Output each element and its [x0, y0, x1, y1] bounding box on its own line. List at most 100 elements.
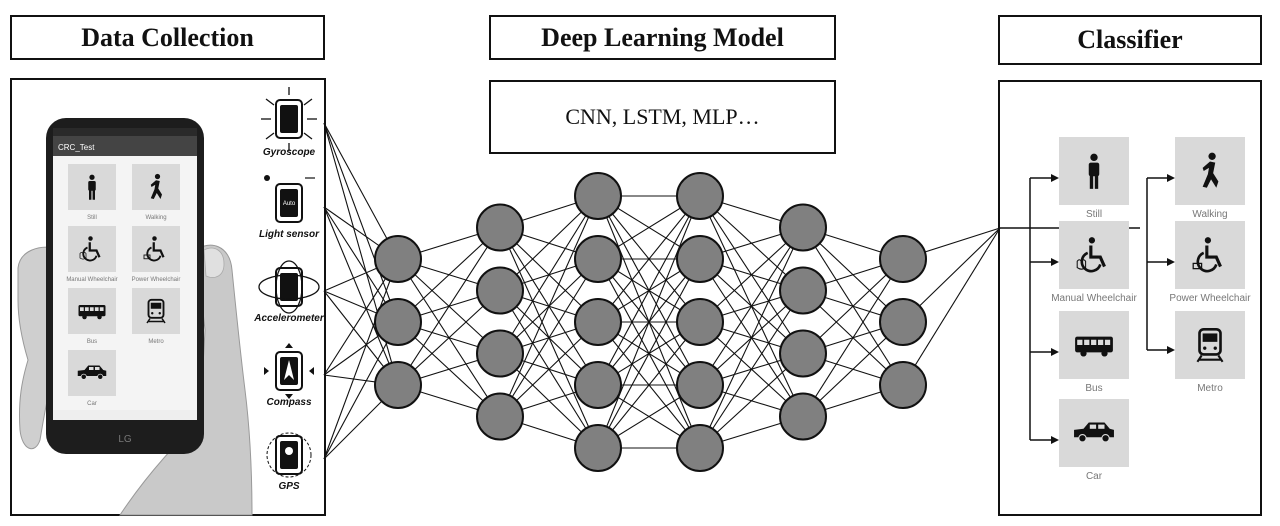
classifier-tile-label: Power Wheelchair [1169, 293, 1251, 304]
input-line [323, 206, 399, 386]
model-types-box: CNN, LSTM, MLP… [489, 80, 836, 154]
neuron-node [879, 235, 927, 283]
connection-line [499, 195, 599, 417]
phone-tile[interactable]: Power Wheelchair [132, 226, 181, 283]
neuron-node [779, 203, 827, 252]
neuron-node [779, 329, 827, 378]
neuron-node [476, 392, 524, 441]
sensor-label: GPS [278, 481, 299, 492]
neuron-node [374, 298, 422, 346]
arrow-head [1167, 258, 1175, 266]
network-connections [397, 195, 904, 449]
connection-line [499, 258, 599, 417]
app-title: CRC_Test [58, 143, 95, 152]
neuron-node [374, 235, 422, 283]
phone-tile-label: Power Wheelchair [132, 277, 181, 283]
manual-wheelchair-icon [1076, 237, 1106, 273]
neuron-node [574, 172, 622, 220]
input-line [323, 258, 399, 460]
connection-line [802, 258, 904, 417]
classifier-tile-label: Car [1086, 471, 1103, 482]
input-connections [323, 122, 399, 460]
classifier-tile: Bus [1059, 311, 1129, 394]
phone-tile[interactable]: Metro [132, 288, 180, 345]
sensor-label: Light sensor [259, 229, 320, 240]
connection-line [597, 258, 701, 449]
neuron-node [476, 266, 524, 315]
connection-line [699, 227, 804, 449]
connection-line [499, 195, 599, 354]
arrow-head [1051, 436, 1059, 444]
phone-tile[interactable]: Bus [68, 288, 116, 345]
output-line [902, 227, 1001, 386]
sensor-label: Gyroscope [263, 147, 316, 158]
svg-text:Auto: Auto [283, 201, 296, 207]
phone-tile-label: Car [87, 401, 97, 407]
arrow-head [1051, 258, 1059, 266]
classifier-tile-label: Metro [1197, 383, 1223, 394]
standing-person-icon [1088, 153, 1100, 189]
neuron-node [574, 298, 622, 346]
phone-tile-label: Metro [148, 339, 164, 345]
neuron-node [879, 298, 927, 346]
classifier-tile-label: Still [1086, 209, 1102, 220]
connection-line [597, 195, 701, 386]
arrow-head [1167, 174, 1175, 182]
arrow-head [1051, 348, 1059, 356]
classifier-tile: Walking [1175, 137, 1245, 220]
phone-tile-label: Bus [87, 339, 97, 345]
neuron-node [574, 361, 622, 409]
power-wheelchair-icon [143, 236, 165, 262]
arrow-head [1051, 174, 1059, 182]
phone-tile-label: Walking [145, 215, 166, 221]
car-icon [1074, 422, 1114, 443]
sensor-label: Accelerometer [253, 313, 325, 324]
connection-line [699, 290, 804, 449]
classifier-tile: Still [1059, 137, 1129, 220]
neuron-node [374, 361, 422, 409]
neuron-node [574, 424, 622, 472]
connection-line [397, 227, 501, 386]
classifier-tile-label: Manual Wheelchair [1051, 293, 1137, 304]
neuron-node [779, 392, 827, 441]
input-line [323, 321, 399, 460]
input-line [323, 122, 399, 323]
phone-tile[interactable]: Still [68, 164, 116, 221]
data-collection-title: Data Collection [81, 22, 254, 52]
neuron-node [879, 361, 927, 409]
walking-person-icon [150, 173, 162, 199]
classifier-tile: Power Wheelchair [1169, 221, 1251, 304]
neuron-node [676, 424, 724, 472]
sensor-gps: GPS [266, 432, 312, 492]
deep-learning-model-title: Deep Learning Model [541, 22, 784, 52]
manual-wheelchair-icon [79, 236, 101, 262]
standing-person-icon [88, 174, 96, 200]
connection-line [597, 195, 701, 449]
connection-line [699, 227, 804, 386]
classifier-tile-label: Walking [1192, 209, 1227, 220]
arrow-head [1167, 346, 1175, 354]
data-collection-header: Data Collection [10, 15, 325, 60]
phone-tile[interactable]: Car [68, 350, 116, 407]
phone-brand: LG [118, 434, 132, 445]
car-icon [77, 365, 107, 380]
phone-tile[interactable]: Manual Wheelchair [66, 226, 118, 283]
bus-icon [78, 305, 106, 320]
phone-tile-label: Manual Wheelchair [66, 277, 117, 283]
metro-icon [1196, 327, 1224, 363]
classifier-header: Classifier [998, 15, 1262, 65]
network-nodes [374, 172, 927, 472]
neuron-node [676, 235, 724, 283]
neuron-node [676, 361, 724, 409]
phone-tile[interactable]: Walking [132, 164, 180, 221]
walking-person-icon [1202, 152, 1219, 188]
classifier-tile: Metro [1175, 311, 1245, 394]
neuron-node [676, 298, 724, 346]
metro-icon [146, 298, 166, 324]
sensor-label: Compass [266, 397, 311, 408]
